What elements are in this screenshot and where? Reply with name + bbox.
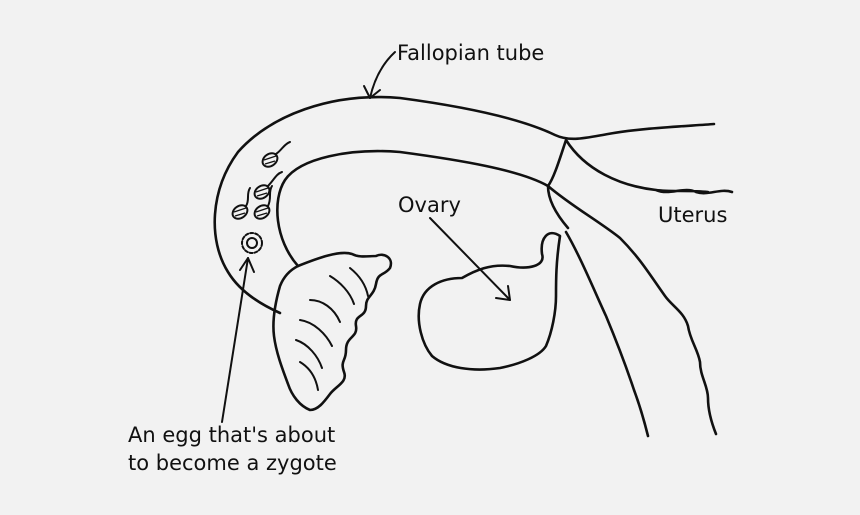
fallopian-tube-outer-wall <box>213 95 716 315</box>
fallopian-tube-label: Fallopian tube <box>397 41 545 65</box>
sperm-cells <box>231 141 291 220</box>
egg-cell <box>241 232 263 254</box>
sperm-cell <box>253 171 283 200</box>
ovary-shape <box>417 231 562 371</box>
fimbriae <box>272 251 393 412</box>
uterus-label: Uterus <box>658 203 728 227</box>
ovary-pointer <box>429 217 511 301</box>
uterus-wall-outer <box>546 184 718 436</box>
sperm-cell <box>231 187 251 220</box>
ovarian-ligament <box>546 184 570 230</box>
fallopian-tube-inner-wall <box>276 138 734 268</box>
ovary-label: Ovary <box>398 193 461 217</box>
egg-label-line1: An egg that's about <box>128 423 336 447</box>
egg-label-line2: to become a zygote <box>128 451 337 475</box>
sperm-cell <box>261 141 291 168</box>
sperm-cell <box>253 185 273 220</box>
fimbriae-folds <box>295 267 369 391</box>
uterus-wall-inner <box>564 230 650 438</box>
fallopian-tube-pointer <box>363 51 396 99</box>
egg-pointer <box>221 257 255 423</box>
